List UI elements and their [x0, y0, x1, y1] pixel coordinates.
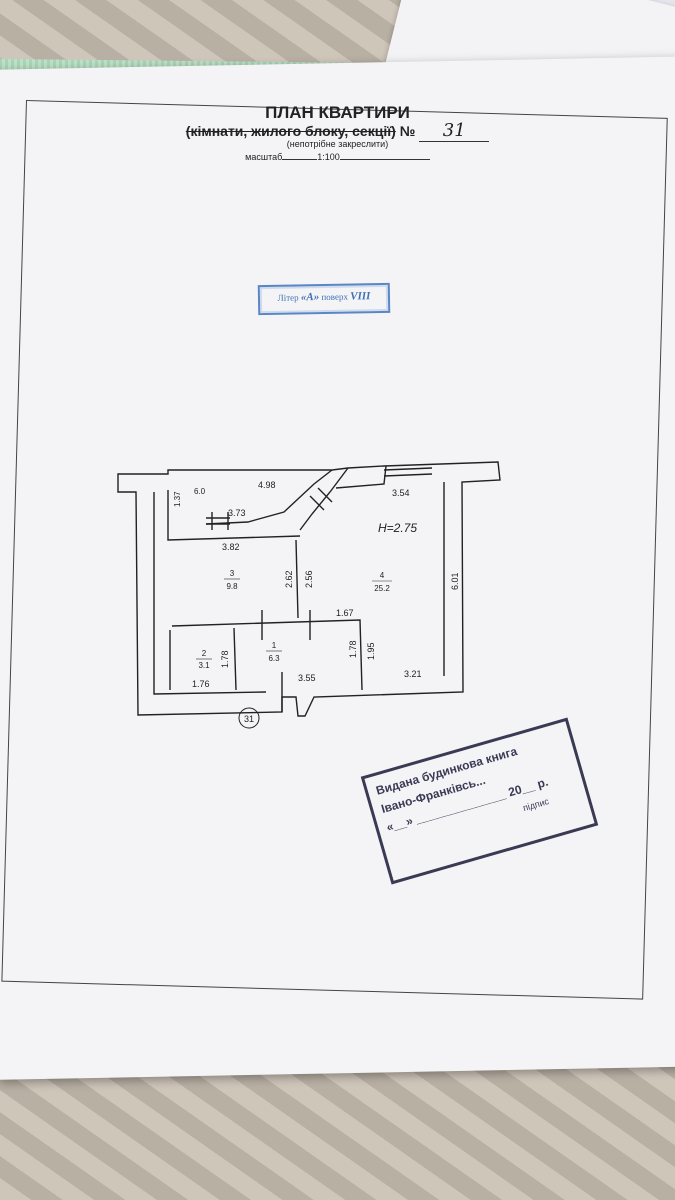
scale-value: 1:100	[317, 152, 340, 162]
balcony-wall-b	[299, 467, 349, 531]
apartment-marker: 31	[244, 714, 254, 724]
dim-3-54: 3.54	[392, 488, 410, 498]
wall-kitchen-top	[167, 490, 301, 541]
dim-1-78-a: 1.78	[220, 650, 230, 668]
room-4-number: 4	[380, 571, 385, 580]
room-4: 4 25.2	[372, 571, 392, 593]
door-marks	[261, 610, 311, 712]
scale-line: масштаб 1:100	[0, 152, 675, 162]
dim-3-55: 3.55	[298, 673, 316, 683]
dim-6-01: 6.01	[450, 572, 460, 590]
window-balcony	[309, 487, 333, 511]
dim-2-62: 2.62	[284, 570, 294, 588]
dim-1-76: 1.76	[192, 679, 210, 689]
dim-3-21: 3.21	[404, 669, 422, 679]
wall-bath-divider	[233, 627, 237, 691]
dim-1-95: 1.95	[366, 642, 376, 660]
room-3-area: 9.8	[226, 582, 238, 591]
balcony-wall-c	[335, 465, 387, 489]
dim-1-78-b: 1.78	[348, 640, 358, 658]
inner-wall-left	[153, 492, 267, 695]
room-3-number: 3	[230, 569, 235, 578]
scale-label: масштаб	[245, 152, 283, 162]
document-title: ПЛАН КВАРТИРИ	[265, 103, 410, 122]
dim-3-82: 3.82	[222, 542, 240, 552]
room-1-number: 1	[272, 641, 277, 650]
wall-kitchen-right	[295, 539, 299, 619]
room-2-number: 2	[202, 649, 207, 658]
dim-1-37: 1.37	[173, 491, 182, 507]
dim-1-67: 1.67	[336, 608, 354, 618]
window-right	[383, 467, 433, 477]
ceiling-height: H=2.75	[378, 521, 417, 535]
window-left	[206, 512, 230, 530]
dim-2-56: 2.56	[304, 570, 314, 588]
room-2-area: 3.1	[198, 661, 210, 670]
document-note: (непотрібне закреслити)	[286, 139, 389, 149]
subtitle-struck-text: (кімнати, жилого блоку, секції)	[185, 123, 396, 139]
wall-bath-top	[171, 619, 363, 691]
dim-3-73: 3.73	[228, 508, 246, 518]
apartment-marker-circle	[238, 707, 260, 729]
room-4-area: 25.2	[374, 584, 390, 593]
apartment-number: 31	[419, 120, 490, 142]
room-1: 1 6.3	[266, 641, 282, 663]
dim-6-0: 6.0	[194, 487, 206, 496]
dim-4-98: 4.98	[258, 480, 276, 490]
outer-wall	[117, 461, 501, 717]
room-2: 2 3.1	[196, 649, 212, 670]
room-3: 3 9.8	[224, 569, 240, 591]
balcony-wall-a	[205, 469, 333, 525]
document-subtitle: (кімнати, жилого блоку, секції) № 31	[0, 120, 675, 142]
room-1-area: 6.3	[268, 654, 280, 663]
number-label: №	[399, 123, 416, 139]
